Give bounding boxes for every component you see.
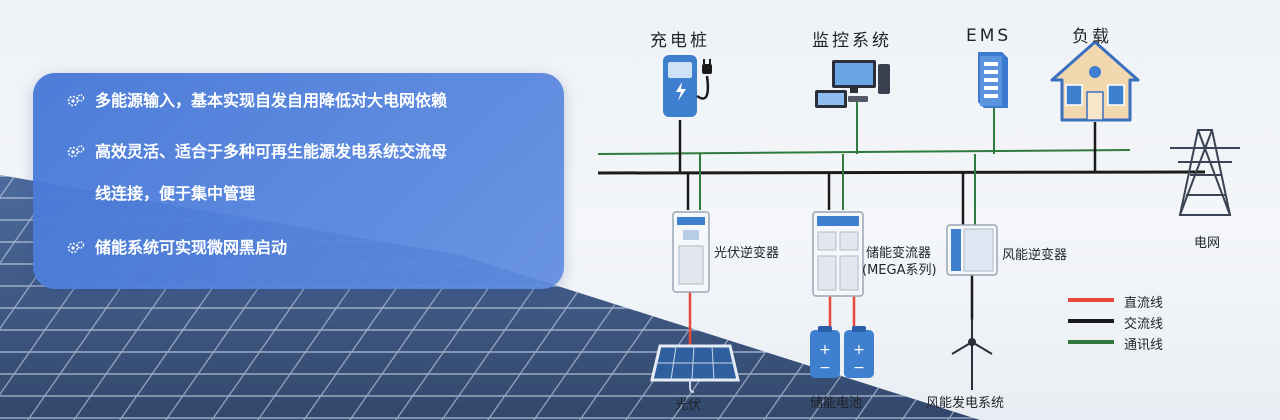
label-wind-inverter: 风能逆变器 — [1002, 248, 1068, 263]
label-battery: 储能电池 — [810, 396, 863, 411]
label-grid: 电网 — [1194, 236, 1221, 251]
gear-icon — [67, 241, 85, 254]
feature-text: 储能系统可实现微网黑启动 — [95, 238, 288, 257]
pv-inverter-icon — [672, 211, 710, 293]
monitoring-system-icon — [815, 60, 890, 108]
legend-swatch — [1068, 340, 1114, 344]
label-charging-pile: 充电桩 — [650, 31, 710, 51]
wind-turbine-icon — [951, 318, 993, 390]
legend-label: 交流线 — [1124, 317, 1164, 332]
label-pv-inverter: 光伏逆变器 — [714, 246, 780, 261]
legend-swatch — [1068, 298, 1114, 302]
feature-text: 高效灵活、适合于多种可再生能源发电系统交流母 — [95, 142, 448, 161]
legend-label: 通讯线 — [1124, 338, 1164, 353]
label-monitoring-system: 监控系统 — [812, 31, 892, 51]
features-panel: 多能源输入，基本实现自发自用降低对大电网依赖 高效灵活、适合于多种可再生能源发电… — [33, 73, 564, 289]
svg-text:−: − — [853, 360, 865, 376]
house-load-icon — [1050, 40, 1140, 122]
wind-inverter-icon — [946, 224, 998, 276]
battery-icon: + + − − — [810, 326, 874, 378]
label-storage-converter-series: (MEGA系列) — [862, 263, 937, 278]
storage-converter-icon — [812, 211, 864, 297]
gear-icon — [67, 145, 85, 158]
power-tower-icon — [1170, 129, 1240, 216]
ems-cabinet-icon — [978, 52, 1008, 108]
ac-bus-line — [597, 170, 1196, 175]
legend-label: 直流线 — [1124, 296, 1164, 311]
label-load: 负载 — [1072, 27, 1112, 47]
comm-bus-line — [597, 149, 1131, 155]
charging-pile-icon — [663, 55, 712, 117]
gear-icon — [67, 94, 85, 107]
label-ems: EMS — [966, 26, 1012, 46]
label-pv: 光伏 — [675, 398, 702, 413]
label-storage-converter: 储能变流器 — [866, 246, 932, 261]
svg-text:+: + — [819, 342, 831, 358]
svg-text:+: + — [853, 342, 865, 358]
label-wind-system: 风能发电系统 — [926, 396, 1005, 411]
feature-text: 多能源输入，基本实现自发自用降低对大电网依赖 — [95, 91, 448, 110]
legend-swatch — [1068, 319, 1114, 323]
solar-module-icon — [650, 344, 740, 393]
svg-text:−: − — [819, 360, 831, 376]
feature-text: 线连接，便于集中管理 — [95, 184, 256, 203]
feature-item-continuation: 线连接，便于集中管理 — [95, 174, 255, 214]
